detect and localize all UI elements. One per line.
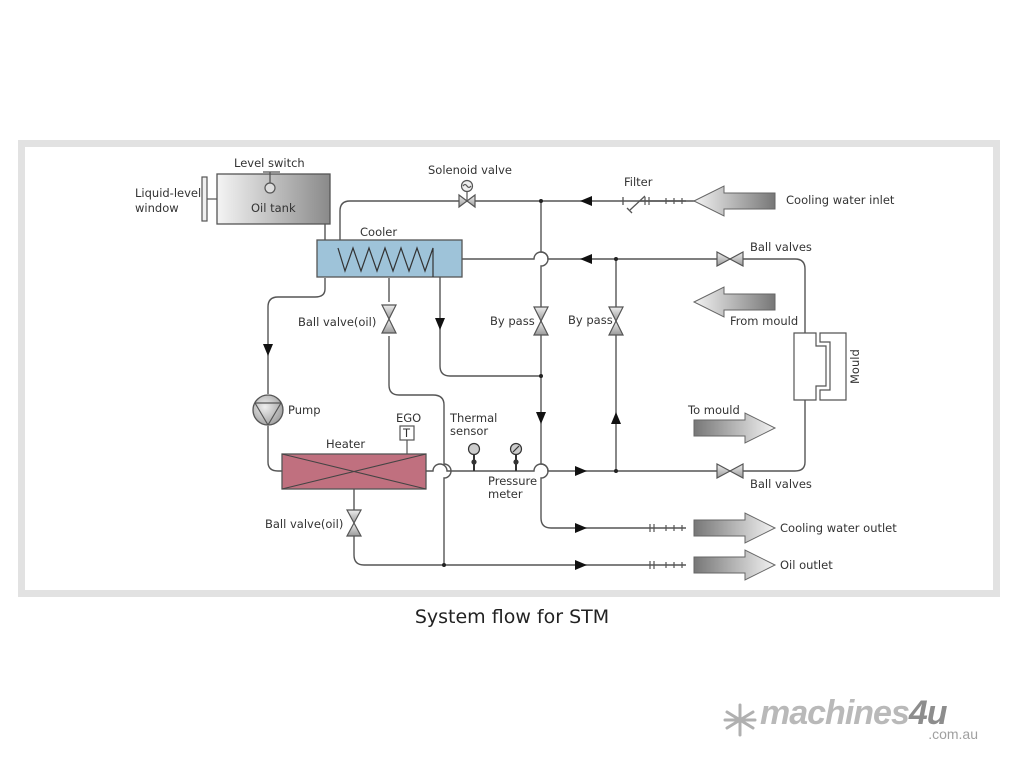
label-by-pass-2: By pass xyxy=(568,313,613,327)
label-ball-valve-oil-upper: Ball valve(oil) xyxy=(298,315,376,329)
filter-icon xyxy=(622,195,646,214)
pipework xyxy=(267,200,806,566)
label-cooling-water-inlet: Cooling water inlet xyxy=(786,193,895,207)
snowflake-logo-icon xyxy=(723,703,757,737)
arrow-right-oil-outlet xyxy=(575,560,587,570)
label-pressure-meter-1: Pressure xyxy=(488,474,537,488)
label-cooling-water-outlet: Cooling water outlet xyxy=(780,521,897,535)
ball-valves-lower-icon xyxy=(716,462,744,480)
thermal-sensor-icon xyxy=(467,442,481,471)
arrow-down-coil xyxy=(435,318,445,330)
label-by-pass-1: By pass xyxy=(490,314,535,328)
label-ball-valves-lower: Ball valves xyxy=(750,477,812,491)
label-oil-outlet: Oil outlet xyxy=(780,558,833,572)
label-to-mould: To mould xyxy=(687,403,740,417)
arrow-right-supply xyxy=(575,466,587,476)
label-ball-valves-upper: Ball valves xyxy=(750,240,812,254)
label-oil-tank: Oil tank xyxy=(251,201,296,215)
label-liquid-level-2: window xyxy=(135,201,179,215)
cooler-coil-icon xyxy=(337,246,434,277)
heater xyxy=(281,453,427,490)
label-ego-symbol: T xyxy=(402,426,411,440)
oil-tank xyxy=(216,173,331,225)
arrow-down-pump xyxy=(263,344,273,356)
label-level-switch: Level switch xyxy=(234,156,305,170)
flow-arrows xyxy=(263,196,621,570)
pressure-meter-icon xyxy=(509,442,523,471)
label-cooler: Cooler xyxy=(360,225,397,239)
pump-icon xyxy=(252,394,284,427)
arrow-left-return xyxy=(580,254,592,264)
watermark-domain: .com.au xyxy=(928,726,978,742)
pipe-oil-outlet xyxy=(353,489,650,566)
arrow-down-bypass xyxy=(536,412,546,424)
level-switch-icon xyxy=(264,182,276,194)
label-solenoid-valve: Solenoid valve xyxy=(428,163,512,177)
label-from-mould: From mould xyxy=(730,314,798,328)
ball-valves-upper-icon xyxy=(716,250,744,268)
pipe-bypass-1 xyxy=(540,201,650,529)
pipe-coil-drop xyxy=(439,248,541,377)
cooling-water-outlet-arrow xyxy=(693,512,777,544)
label-ball-valve-oil-lower: Ball valve(oil) xyxy=(265,517,343,531)
arrow-right-cw-outlet xyxy=(575,523,587,533)
label-thermal-sensor-2: sensor xyxy=(450,424,488,438)
arrow-up-bypass xyxy=(611,412,621,424)
label-filter: Filter xyxy=(624,175,653,189)
liquid-level-window xyxy=(201,176,208,222)
pipe-cooler-pump xyxy=(267,278,326,394)
oil-outlet-arrow xyxy=(693,549,777,581)
bypass-valve-2-icon xyxy=(608,306,624,336)
label-mould: Mould xyxy=(848,349,862,384)
label-liquid-level-1: Liquid-level xyxy=(135,186,201,200)
pipe-end-ticks xyxy=(644,197,683,569)
watermark-brand-text: machines xyxy=(760,694,910,732)
cooling-water-inlet-arrow xyxy=(692,185,776,217)
pipe-pump-heater xyxy=(267,426,282,472)
label-heater: Heater xyxy=(326,437,365,451)
watermark-brand: machines4u xyxy=(760,694,948,733)
junction-dots xyxy=(442,199,618,567)
mould xyxy=(793,332,847,401)
diagram-caption: System flow for STM xyxy=(414,606,610,628)
from-mould-arrow xyxy=(692,286,776,318)
label-pump: Pump xyxy=(288,403,321,417)
label-pressure-meter-2: meter xyxy=(488,487,523,501)
bypass-valve-1-icon xyxy=(533,306,549,336)
ball-valve-oil-lower-icon xyxy=(345,509,363,537)
label-ego: EGO xyxy=(396,411,421,425)
pipe-ball-valve-oil-upper xyxy=(388,278,452,565)
to-mould-arrow xyxy=(693,412,777,444)
pipe-cooling-inlet xyxy=(339,200,700,240)
watermark-logo: machines4u .com.au xyxy=(722,694,992,746)
label-thermal-sensor-1: Thermal xyxy=(449,411,497,425)
solenoid-valve-icon xyxy=(458,179,476,209)
cooler xyxy=(316,239,463,278)
arrow-left-inlet xyxy=(580,196,592,206)
watermark-brand-accent: 4u xyxy=(908,694,948,732)
ball-valve-oil-upper-icon xyxy=(381,304,397,334)
pipe-to-mould xyxy=(426,400,806,472)
